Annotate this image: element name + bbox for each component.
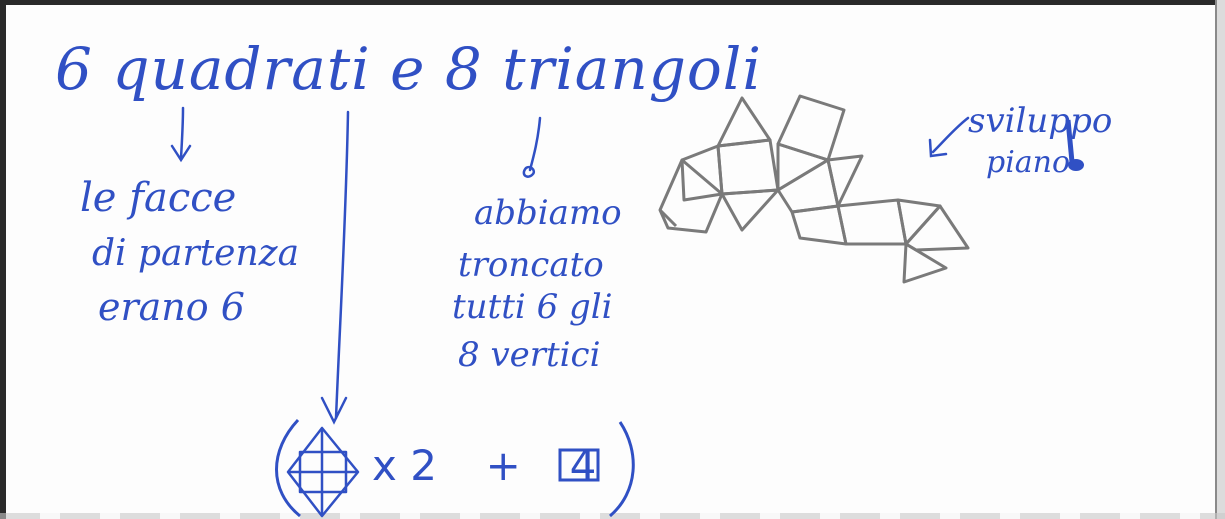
scan-bottom-edge <box>0 513 1225 519</box>
scan-border-right <box>1217 0 1225 519</box>
arrow-right-down <box>522 116 542 178</box>
formula-expression: x 2 + 4 <box>372 445 596 487</box>
right-annotation-line-3: tutti 6 gli <box>452 287 613 327</box>
arrow-center-down <box>320 110 350 425</box>
formula-plus: + <box>485 441 521 490</box>
right-annotation-line-1: abbiamo <box>474 193 622 233</box>
left-annotation-line-2: di partenza <box>92 233 300 274</box>
scan-border-top <box>0 0 1225 5</box>
net-label-line-2: piano <box>986 145 1071 180</box>
pencil-net-drawing <box>658 94 970 284</box>
scan-border-left <box>0 0 6 519</box>
right-annotation-line-4: 8 vertici <box>458 335 601 375</box>
left-annotation-line-1: le facce <box>80 175 237 221</box>
arrow-to-net <box>928 116 970 158</box>
octahedron-sketch-icon <box>286 426 360 518</box>
ink-stroke <box>1065 119 1075 163</box>
note-title: 6 quadrati e 8 triangoli <box>55 35 762 103</box>
formula-count: 4 <box>569 441 597 490</box>
scan-border-right-line <box>1215 0 1217 519</box>
square-icon <box>558 448 600 482</box>
formula-multiplier: x 2 <box>372 441 437 490</box>
net-label-line-1: sviluppo <box>968 101 1113 141</box>
right-paren <box>609 421 635 518</box>
left-paren <box>275 418 301 518</box>
arrow-left-down <box>170 106 192 163</box>
right-annotation-line-2: troncato <box>458 245 604 285</box>
left-annotation-line-3: erano 6 <box>98 285 245 329</box>
